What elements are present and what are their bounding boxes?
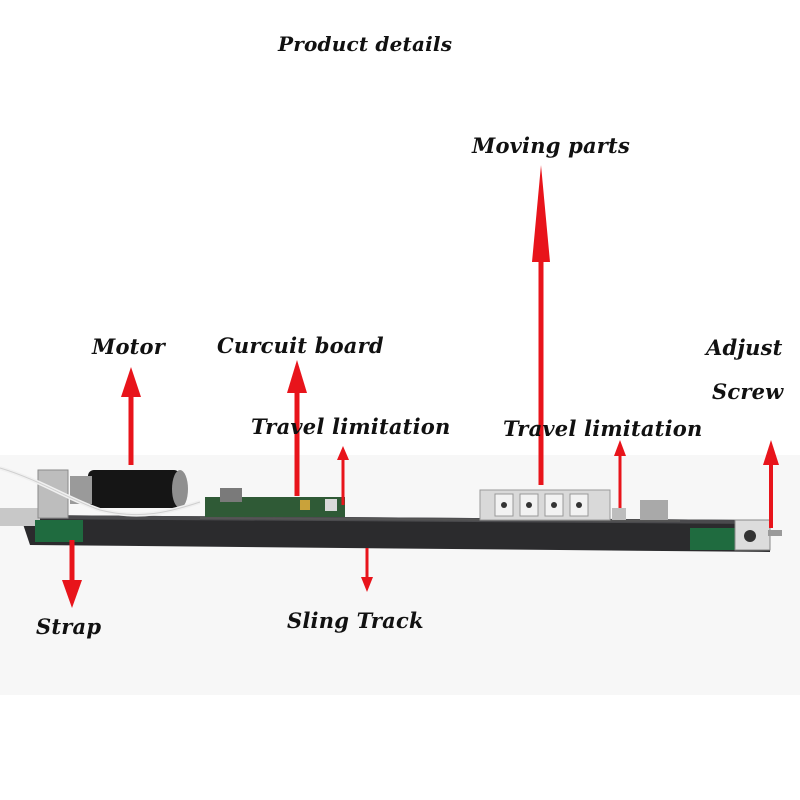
sling-track	[20, 515, 770, 552]
strap-arrow	[62, 540, 82, 608]
label-strap: Strap	[36, 614, 102, 639]
circuit-board-arrow	[287, 360, 307, 496]
label-sling-track: Sling Track	[287, 608, 424, 633]
label-circuit-board: Curcuit board	[217, 333, 384, 358]
label-adjust: Adjust	[706, 335, 783, 360]
right-fitting	[640, 500, 668, 520]
moving-carriage	[479, 489, 611, 521]
adjust-screw-housing	[734, 519, 782, 551]
label-screw: Screw	[712, 379, 784, 404]
strap-pulley-right	[690, 528, 735, 550]
page-title: Product details	[278, 32, 453, 56]
label-travel-limitation-left: Travel limitation	[251, 414, 451, 439]
label-moving-parts: Moving parts	[472, 133, 630, 158]
strap-pulley-left	[35, 520, 83, 542]
annotation-arrows	[62, 165, 779, 608]
sling-track-arrow	[361, 548, 373, 592]
label-motor: Motor	[92, 334, 166, 359]
label-travel-limitation-right: Travel limitation	[503, 416, 703, 441]
travel-limitation-left-arrow	[337, 446, 349, 505]
motor-arrow	[121, 367, 141, 465]
travel-stop-right	[612, 508, 626, 520]
travel-limitation-right-arrow	[614, 440, 626, 508]
moving-parts-arrow	[532, 165, 550, 485]
circuit-board	[205, 488, 345, 517]
motor	[70, 470, 188, 508]
adjust-screw-arrow	[763, 440, 779, 528]
